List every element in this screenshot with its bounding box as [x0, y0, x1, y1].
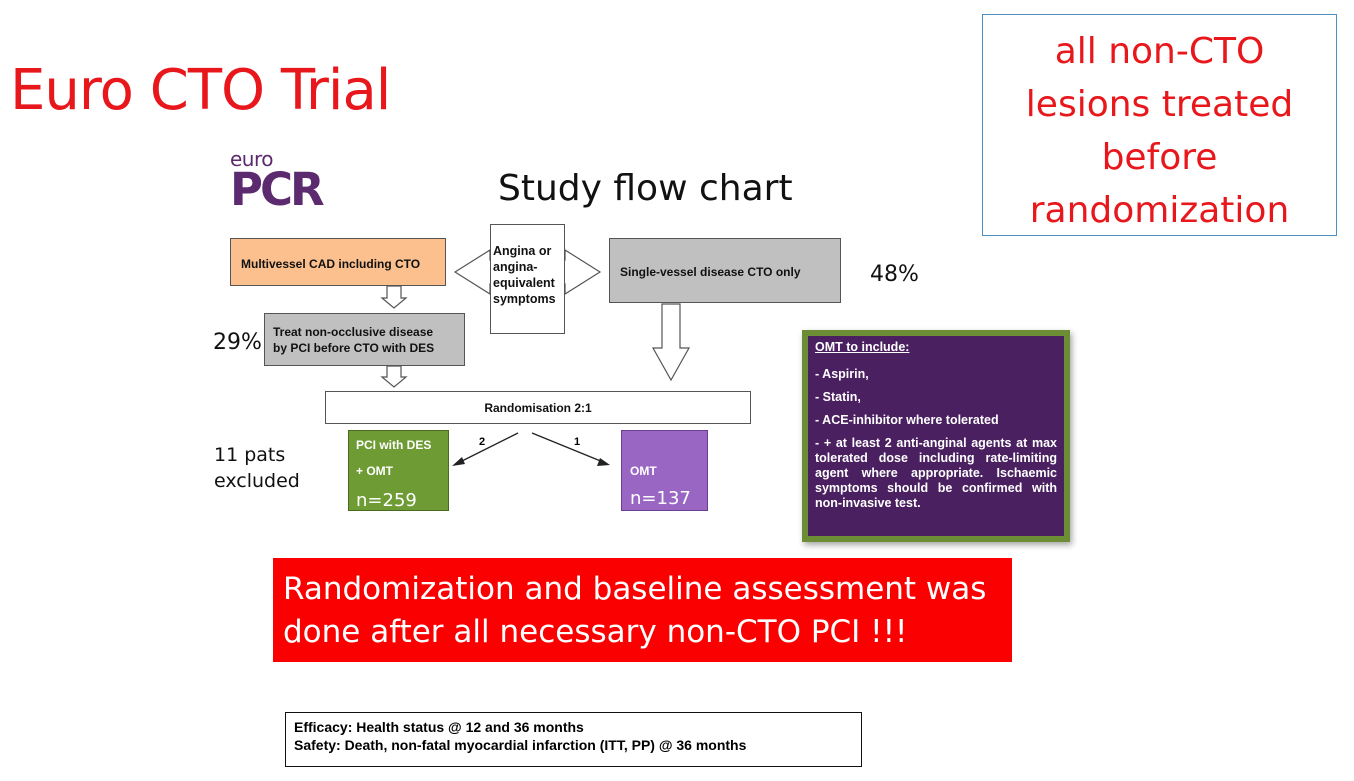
- efficacy-endpoint: Efficacy: Health status @ 12 and 36 mont…: [294, 719, 584, 735]
- down-arrow-icon: [651, 303, 691, 382]
- omt-arm-label: OMT: [630, 464, 657, 478]
- symptoms-line: equivalent: [493, 276, 555, 290]
- treat-line: by PCI before CTO with DES: [273, 341, 435, 355]
- omt-arm-n: n=137: [630, 488, 691, 509]
- arrow-to-omt: [531, 432, 604, 463]
- symptoms-box: Angina or angina- equivalent symptoms: [490, 224, 565, 334]
- europcr-logo: euro PCR: [230, 147, 325, 216]
- endpoints-box: Efficacy: Health status @ 12 and 36 mont…: [285, 712, 862, 767]
- treat-line: Treat non-occlusive disease: [273, 325, 434, 339]
- flowchart-title: Study flow chart: [498, 168, 793, 209]
- pci-arm-box: PCI with DES + OMT n=259: [348, 430, 449, 511]
- arrowhead-icon: [452, 457, 465, 466]
- logo-small-text: euro: [230, 147, 273, 171]
- note-line: all non-CTO: [1054, 31, 1265, 72]
- ratio-label-pci: 2: [479, 436, 486, 448]
- omt-item: - Aspirin,: [815, 367, 869, 381]
- single-vessel-box: Single-vessel disease CTO only: [609, 238, 841, 303]
- randomisation-box: Randomisation 2:1: [325, 391, 751, 424]
- arrowhead-icon: [597, 458, 610, 466]
- excluded-line: excluded: [214, 470, 300, 492]
- note-line: before: [1101, 137, 1218, 178]
- banner-line: Randomization and baseline assessment wa…: [283, 571, 987, 607]
- excluded-note: 11 pats excluded: [214, 442, 300, 494]
- omt-item: - Statin,: [815, 390, 861, 404]
- down-arrow-icon: [380, 285, 408, 309]
- omt-panel-heading: OMT to include:: [815, 340, 910, 354]
- single-vessel-percent: 48%: [870, 262, 919, 287]
- note-box: all non-CTO lesions treated before rando…: [982, 14, 1337, 236]
- omt-item: - ACE-inhibitor where tolerated: [815, 413, 999, 427]
- note-line: randomization: [1029, 190, 1290, 231]
- pci-arm-n: n=259: [356, 490, 417, 511]
- symptoms-line: symptoms: [493, 292, 556, 306]
- arrow-to-pci: [457, 432, 519, 464]
- slide-title: Euro CTO Trial: [10, 58, 391, 123]
- pci-arm-line2: + OMT: [356, 464, 394, 478]
- note-line: lesions treated: [1025, 84, 1294, 125]
- omt-arm-box: OMT n=137: [621, 430, 708, 511]
- pci-arm-line1: PCI with DES: [356, 438, 432, 452]
- excluded-line: 11 pats: [214, 444, 286, 466]
- omt-panel-content: OMT to include: - Aspirin, - Statin, - A…: [808, 336, 1064, 536]
- symptoms-line: Angina or: [493, 244, 552, 258]
- symptoms-line: angina-: [493, 260, 538, 274]
- multivessel-box: Multivessel CAD including CTO: [230, 238, 446, 286]
- down-arrow-icon: [380, 365, 408, 388]
- banner-line: done after all necessary non-CTO PCI !!!: [283, 614, 908, 650]
- omt-item: - + at least 2 anti-anginal agents at ma…: [815, 436, 1057, 510]
- safety-endpoint: Safety: Death, non-fatal myocardial infa…: [294, 737, 747, 753]
- treat-nonocclusive-box: Treat non-occlusive disease by PCI befor…: [264, 313, 465, 366]
- treat-percent: 29%: [213, 330, 262, 355]
- logo-big-text: PCR: [230, 163, 325, 216]
- randomization-banner: Randomization and baseline assessment wa…: [273, 558, 1012, 662]
- omt-info-panel: OMT to include: - Aspirin, - Statin, - A…: [802, 330, 1070, 542]
- ratio-label-omt: 1: [574, 436, 581, 448]
